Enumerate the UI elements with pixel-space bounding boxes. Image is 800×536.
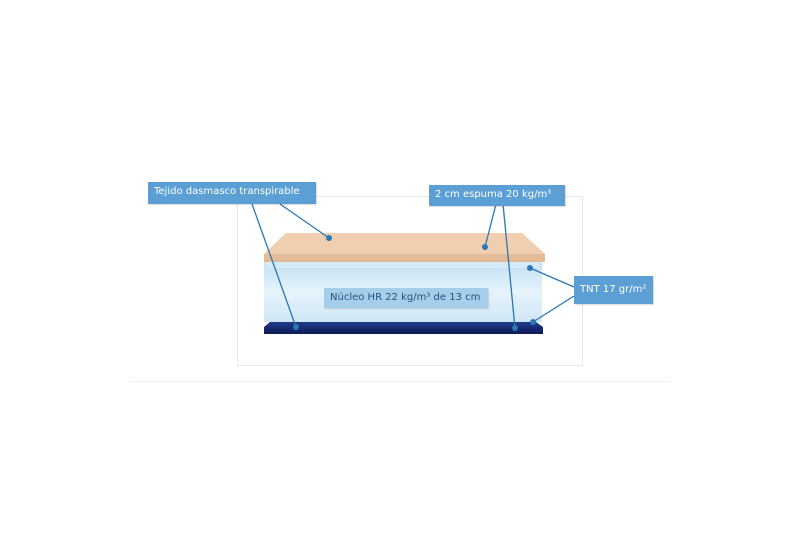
dot-foam-top [482, 244, 488, 250]
label-foam: 2 cm espuma 20 kg/m³ [429, 185, 565, 206]
dot-fabric-base [293, 324, 299, 330]
dot-fabric-top [326, 235, 332, 241]
baseline-shadow [130, 381, 670, 382]
leader-tnt-top [529, 267, 575, 288]
leader-dots [293, 235, 536, 331]
label-fabric: Tejido dasmasco transpirable [148, 182, 316, 204]
leader-fabric-top [279, 203, 330, 239]
leader-foam-top [484, 203, 497, 248]
label-tnt: TNT 17 gr/m² [574, 276, 653, 304]
leader-foam-base [502, 203, 516, 329]
dot-tnt-top [527, 265, 533, 271]
leader-tnt-base [532, 295, 575, 323]
dot-foam-base [512, 325, 518, 331]
leader-fabric-base [251, 203, 297, 328]
foam-layer-top [264, 233, 545, 254]
label-core: Núcleo HR 22 kg/m³ de 13 cm [324, 288, 488, 308]
base-layer [264, 322, 543, 334]
leader-lines [251, 203, 575, 329]
core-top-edge [264, 262, 542, 268]
dot-tnt-base [530, 319, 536, 325]
